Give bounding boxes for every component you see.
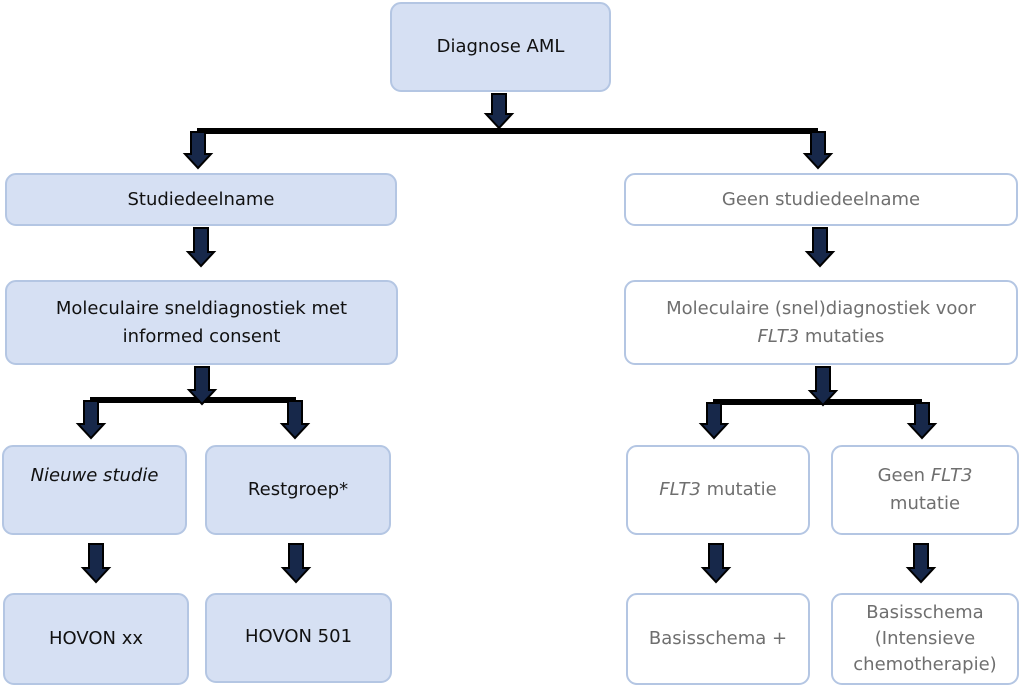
arrow-to-geen-flt3: [906, 402, 938, 440]
arrow-to-flt3-mutatie: [698, 402, 730, 440]
node-hovon-501-label: HOVON 501: [244, 626, 353, 647]
node-basisschema-plus: Basisschema +: [626, 593, 810, 685]
mutaties-label: mutaties: [799, 325, 885, 347]
node-moleculaire-flt3-line1: Moleculaire (snel)diagnostiek voor: [666, 297, 976, 319]
node-geen-studiedeelname: Geen studiedeelname: [624, 173, 1018, 226]
arrow-to-mol-flt3: [804, 227, 836, 268]
node-studiedeelname-label: Studiedeelname: [127, 188, 275, 210]
arrow-to-nieuwe-studie: [75, 400, 107, 440]
node-nieuwe-studie-label: Nieuwe studie: [30, 465, 159, 486]
flt3-mutatie-rest: mutatie: [700, 479, 777, 500]
arrow-group: [75, 93, 938, 584]
node-hovon-xx: HOVON xx: [3, 593, 189, 685]
geen-prefix: Geen: [877, 465, 931, 486]
node-geen-flt3-mutatie: Geen FLT3 mutatie: [831, 445, 1019, 535]
flt3-gene-label: FLT3: [757, 325, 800, 347]
node-moleculaire-flt3-diagnostiek: Moleculaire (snel)diagnostiek voor FLT3 …: [624, 280, 1018, 365]
node-basisschema-int-line2: (Intensieve: [874, 628, 976, 649]
flt3-mutatie-gene: FLT3: [659, 479, 701, 500]
arrow-from-mol-flt3: [807, 366, 839, 407]
node-studiedeelname: Studiedeelname: [5, 173, 397, 226]
node-basisschema-intensief: Basisschema (Intensieve chemotherapie): [831, 593, 1019, 685]
node-hovon-501: HOVON 501: [205, 593, 392, 683]
node-flt3-mutatie-label: FLT3 mutatie: [659, 476, 777, 504]
arrow-to-geen-studiedeelname: [802, 131, 834, 170]
node-hovon-xx-label: HOVON xx: [48, 628, 144, 649]
arrow-to-restgroep: [279, 400, 311, 440]
node-moleculaire-sneldiagnostiek-line1: Moleculaire sneldiagnostiek met: [55, 297, 348, 319]
arrow-to-studiedeelname: [182, 131, 214, 170]
node-restgroep: Restgroep*: [205, 445, 391, 535]
node-diagnose-aml: Diagnose AML: [390, 2, 611, 92]
node-moleculaire-sneldiagnostiek: Moleculaire sneldiagnostiek met informed…: [5, 280, 398, 365]
node-nieuwe-studie: Nieuwe studie: [2, 445, 187, 535]
node-basisschema-int-line1: Basisschema: [866, 602, 984, 623]
node-restgroep-label: Restgroep*: [247, 479, 349, 500]
node-geen-studiedeelname-label: Geen studiedeelname: [721, 188, 921, 210]
geen-flt3-gene: FLT3: [930, 465, 973, 486]
arrow-to-hovon-xx: [80, 543, 112, 584]
arrow-to-hovon-501: [280, 543, 312, 584]
arrow-to-basisschema-int: [905, 543, 937, 584]
arrow-from-mol-snel: [186, 366, 218, 406]
node-geen-flt3-line1: Geen FLT3: [878, 462, 973, 490]
node-flt3-mutatie: FLT3 mutatie: [626, 445, 810, 535]
node-basisschema-plus-label: Basisschema +: [648, 628, 788, 649]
node-basisschema-int-line3: chemotherapie): [853, 654, 997, 675]
node-moleculaire-flt3-line2: FLT3 mutaties: [666, 323, 976, 351]
node-geen-flt3-line2: mutatie: [889, 493, 961, 514]
arrow-to-mol-snel: [185, 227, 217, 268]
arrow-to-basisschema-plus: [700, 543, 732, 584]
arrow-diagnose: [483, 93, 515, 130]
branch-lines: [90, 128, 922, 405]
node-moleculaire-sneldiagnostiek-line2: informed consent: [122, 325, 281, 347]
node-diagnose-aml-label: Diagnose AML: [436, 36, 565, 57]
